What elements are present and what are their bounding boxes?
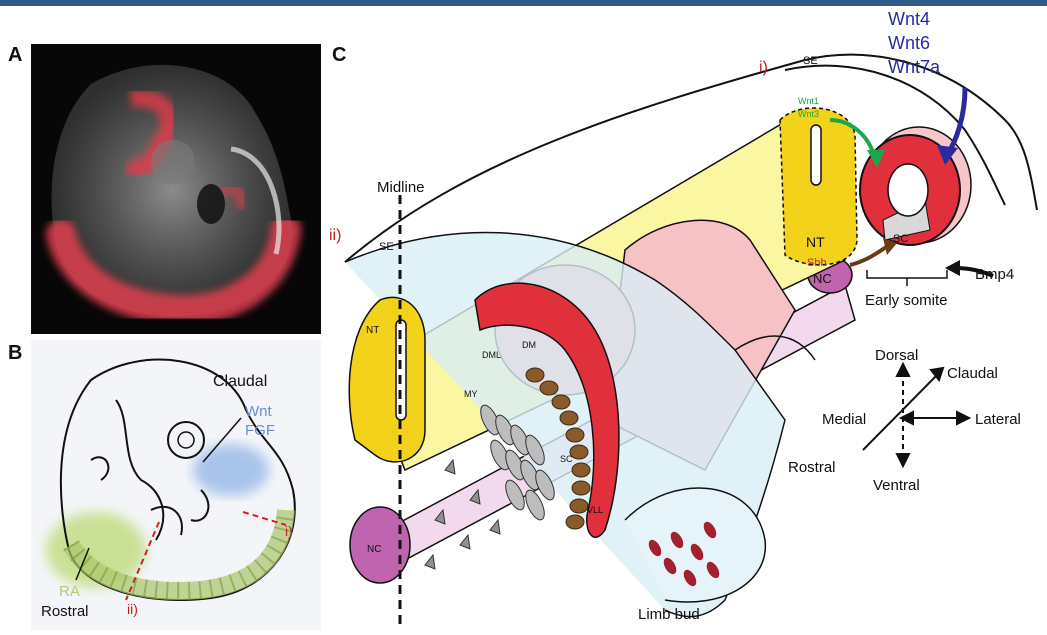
- dm-label: DM: [522, 340, 536, 350]
- section-i-label: i): [759, 59, 768, 76]
- axis-ventral-label: Ventral: [873, 477, 920, 494]
- wnt6-label: Wnt6: [888, 33, 930, 53]
- sc-section-label: SC: [560, 454, 573, 464]
- bmp4-label: Bmp4: [975, 266, 1014, 283]
- nc-back-label: NC: [813, 271, 832, 286]
- panel-a-embryo-image: [31, 44, 321, 334]
- neural-tube-front: [349, 297, 425, 461]
- somite-lumen: [888, 164, 928, 216]
- nt-back-label: NT: [806, 234, 825, 250]
- wnt1-label: Wnt1: [798, 96, 819, 106]
- dml-label: DML: [482, 350, 501, 360]
- wnt7a-label: Wnt7a: [888, 57, 941, 77]
- section-ii-label: ii): [127, 601, 138, 617]
- se-left-label: SE: [379, 241, 394, 253]
- section-i-label: i): [285, 523, 293, 539]
- wnt-label: Wnt: [245, 403, 273, 420]
- section-ii-label: ii): [329, 227, 341, 244]
- early-somite-label: Early somite: [865, 292, 948, 309]
- my-label: MY: [464, 389, 478, 399]
- axis-lateral-label: Lateral: [975, 411, 1021, 428]
- axis-rostral-label: Rostral: [788, 459, 836, 476]
- panel-b-embryo-schematic: Claudal Wnt FGF RA Rostral i) ii): [31, 340, 321, 630]
- wnt-fgf-gradient: [193, 444, 269, 496]
- vll-label: VLL: [587, 505, 603, 515]
- axis-claudal-label: Claudal: [947, 365, 998, 382]
- ra-label: RA: [59, 583, 80, 600]
- axis-dorsal-label: Dorsal: [875, 347, 918, 364]
- midline-label: Midline: [377, 179, 425, 196]
- sc-somite-label: SC: [893, 233, 908, 245]
- wnt3-label: Wnt3: [798, 109, 819, 119]
- limb-bud-label: Limb bud: [638, 606, 700, 623]
- rostral-label: Rostral: [41, 603, 89, 620]
- shh-label: Shh: [807, 257, 827, 269]
- wnt4-label: Wnt4: [888, 9, 930, 29]
- axis-medial-label: Medial: [822, 411, 866, 428]
- shh-arrow: [850, 245, 890, 265]
- nt-front-label: NT: [366, 325, 379, 336]
- nc-front-label: NC: [367, 544, 381, 555]
- panel-c-somite-diagram: i) ii) SE SE Wnt4 Wnt6 Wnt7a Wnt1 Wnt3 N…: [325, 0, 1047, 635]
- panel-label-b: B: [8, 342, 22, 365]
- se-top-label: SE: [803, 55, 818, 67]
- early-somite-bracket: [867, 270, 947, 278]
- eye-region: [151, 140, 195, 184]
- fgf-label: FGF: [245, 422, 275, 439]
- caudal-label: Claudal: [213, 373, 267, 390]
- panel-label-a: A: [8, 44, 22, 67]
